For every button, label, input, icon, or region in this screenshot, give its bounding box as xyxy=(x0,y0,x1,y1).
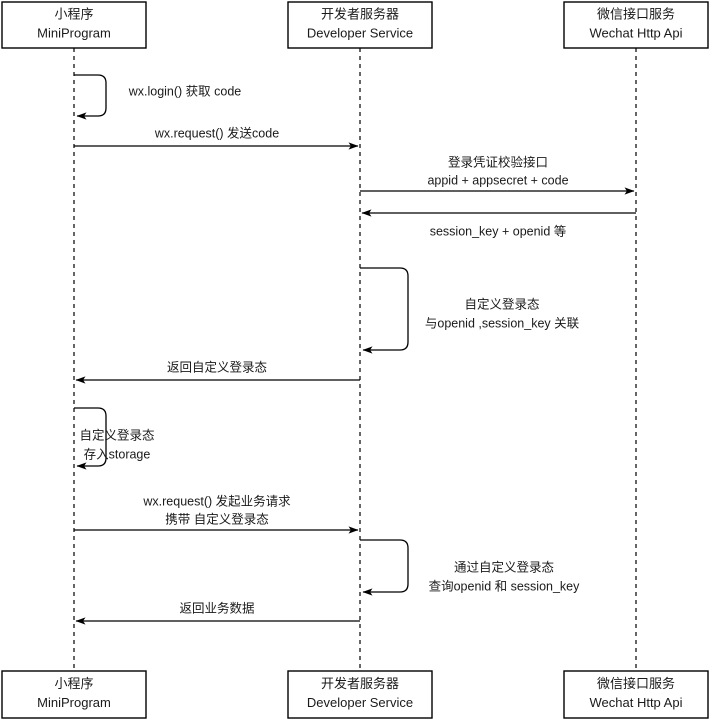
message-label: appid + appsecret + code xyxy=(427,173,568,187)
message-label: wx.request() 发起业务请求 xyxy=(142,493,291,508)
actor-box-frame xyxy=(287,670,433,719)
actor-label-en: Developer Service xyxy=(307,25,413,40)
message-label: 查询openid 和 session_key xyxy=(429,579,581,593)
actor-box-top-wechat-http-api[interactable]: 微信接口服务 Wechat Http Api xyxy=(563,1,709,49)
message-label: 通过自定义登录态 xyxy=(454,559,554,574)
actor-box-bottom-miniprogram[interactable]: 小程序 MiniProgram xyxy=(1,670,147,719)
actor-label-cn: 微信接口服务 xyxy=(597,6,675,21)
message-label: session_key + openid 等 xyxy=(430,223,567,238)
actor-label-cn: 开发者服务器 xyxy=(321,676,399,691)
actor-box-bottom-wechat-http-api[interactable]: 微信接口服务 Wechat Http Api xyxy=(563,670,709,719)
message-label: 返回自定义登录态 xyxy=(167,359,267,374)
message-label: wx.login() 获取 code xyxy=(128,84,242,98)
message-wx-login[interactable]: wx.login() 获取 code xyxy=(74,74,242,120)
message-label: 自定义登录态 xyxy=(464,296,539,311)
message-label: 返回业务数据 xyxy=(179,600,254,615)
self-message-loop xyxy=(74,407,107,470)
message-label: 与openid ,session_key 关联 xyxy=(425,316,580,330)
actor-label-cn: 小程序 xyxy=(54,6,93,21)
self-message-loop xyxy=(74,74,107,120)
actor-label-cn: 微信接口服务 xyxy=(597,676,675,691)
message-login-credential-check[interactable]: 登录凭证校验接口 appid + appsecret + code xyxy=(360,154,635,195)
actor-label-en: Wechat Http Api xyxy=(590,25,683,40)
actor-label-cn: 小程序 xyxy=(54,676,93,691)
self-message-loop xyxy=(360,267,409,354)
message-label: 登录凭证校验接口 xyxy=(448,154,548,169)
self-message-loop xyxy=(360,539,409,596)
actor-box-top-developer-service[interactable]: 开发者服务器 Developer Service xyxy=(287,1,433,49)
lifelines-layer xyxy=(73,48,637,671)
message-return-custom-login-state[interactable]: 返回自定义登录态 xyxy=(75,359,360,384)
message-label: 携带 自定义登录态 xyxy=(165,511,268,526)
actor-label-en: MiniProgram xyxy=(37,695,111,710)
message-wx-request-send-code[interactable]: wx.request() 发送code xyxy=(74,125,359,150)
actor-box-frame xyxy=(563,1,709,49)
message-label: 自定义登录态 xyxy=(79,427,154,442)
actor-label-en: Developer Service xyxy=(307,695,413,710)
message-label: 存入storage xyxy=(84,447,151,461)
actor-box-top-miniprogram[interactable]: 小程序 MiniProgram xyxy=(1,1,147,49)
actor-box-frame xyxy=(563,670,709,719)
actor-box-frame xyxy=(287,1,433,49)
actor-box-frame xyxy=(1,1,147,49)
actor-label-en: Wechat Http Api xyxy=(590,695,683,710)
messages-layer: wx.login() 获取 code wx.request() 发送code 登录凭… xyxy=(74,74,636,625)
actor-label-en: MiniProgram xyxy=(37,25,111,40)
actor-box-bottom-developer-service[interactable]: 开发者服务器 Developer Service xyxy=(287,670,433,719)
message-session-key-openid-return[interactable]: session_key + openid 等 xyxy=(361,209,636,238)
actor-box-frame xyxy=(1,670,147,719)
message-return-business-data[interactable]: 返回业务数据 xyxy=(75,600,360,625)
message-label: wx.request() 发送code xyxy=(154,125,279,140)
actor-label-cn: 开发者服务器 xyxy=(321,6,399,21)
